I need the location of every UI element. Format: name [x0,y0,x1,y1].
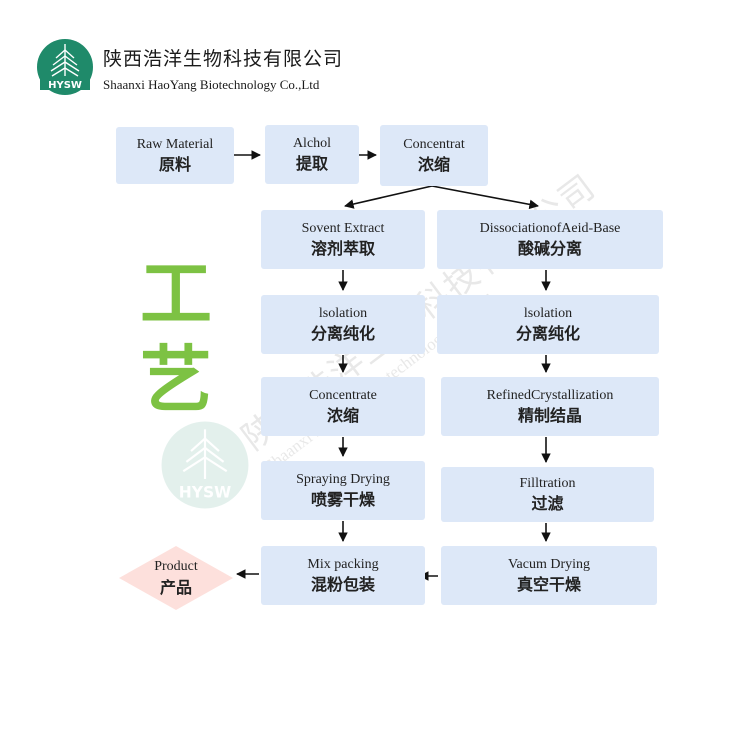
step-refined-crystallization: RefinedCrystallization 精制结晶 [441,377,659,436]
step-isolation-right: lsolation 分离纯化 [437,295,659,354]
step-concentrat: Concentrat 浓缩 [380,125,488,186]
step-label-cn: 分离纯化 [515,324,580,344]
side-title-char-2: 艺 [140,338,213,422]
step-label-en: Filltration [519,475,576,491]
product-diamond-shape [119,546,233,610]
step-spraying-drying: Spraying Drying 喷雾干燥 [261,461,425,520]
step-alchol: Alchol 提取 [265,125,359,184]
logo-text: HYSW [48,80,82,91]
step-label-cn: 原料 [158,155,191,175]
step-sovent-extract: Sovent Extract 溶剂萃取 [261,210,425,269]
step-label-en: Vacum Drying [507,556,591,572]
step-label-en: Product [154,559,198,575]
step-label-cn: 混粉包装 [310,575,375,595]
step-label-en: lsolation [318,305,368,321]
step-label-cn: 浓缩 [326,406,359,426]
step-label-cn: 酸碱分离 [517,239,582,259]
step-label-en: Sovent Extract [301,220,385,236]
step-label-en: RefinedCrystallization [486,387,614,403]
arrow-concentrat-to-dissociation [431,185,539,210]
step-label-en: lsolation [523,305,573,321]
step-label-en: Concentrate [309,387,377,403]
step-label-cn: 分离纯化 [310,324,375,344]
step-label-en: DissociationofAeid-Base [479,220,621,236]
step-mix-packing: Mix packing 混粉包装 [261,546,425,605]
step-label-en: Mix packing [307,556,379,572]
step-vacum-drying: Vacum Drying 真空干燥 [441,546,657,605]
step-product: Product 产品 [118,545,234,611]
step-filltration: Filltration 过滤 [441,467,654,522]
watermark-logo: HYSW [161,421,249,509]
step-label-cn: 喷雾干燥 [310,490,375,510]
step-label-en: Spraying Drying [296,471,390,487]
company-logo: HYSW [37,39,93,95]
step-label-en: Raw Material [136,136,214,152]
step-raw-material: Raw Material 原料 [116,127,234,184]
step-isolation-left: lsolation 分离纯化 [261,295,425,354]
step-label-cn: 产品 [159,577,192,597]
step-label-cn: 精制结晶 [517,406,582,426]
step-label-en: Concentrat [403,136,465,152]
arrow-concentrat-to-sovent [344,185,433,209]
step-label-cn: 过滤 [531,494,564,514]
step-label-en: Alchol [292,135,332,151]
step-concentrate: Concentrate 浓缩 [261,377,425,436]
watermark-logo-text: HYSW [179,484,231,502]
company-name-en: Shaanxi HaoYang Biotechnology Co.,Ltd [103,77,320,92]
step-label-cn: 真空干燥 [516,575,581,595]
company-name-cn: 陕西浩洋生物科技有限公司 [103,48,344,70]
step-label-cn: 浓缩 [417,155,450,175]
step-dissociation: DissociationofAeid-Base 酸碱分离 [437,210,663,269]
step-label-cn: 溶剂萃取 [310,239,375,259]
side-title-char-1: 工 [140,252,213,336]
step-label-cn: 提取 [295,154,328,174]
